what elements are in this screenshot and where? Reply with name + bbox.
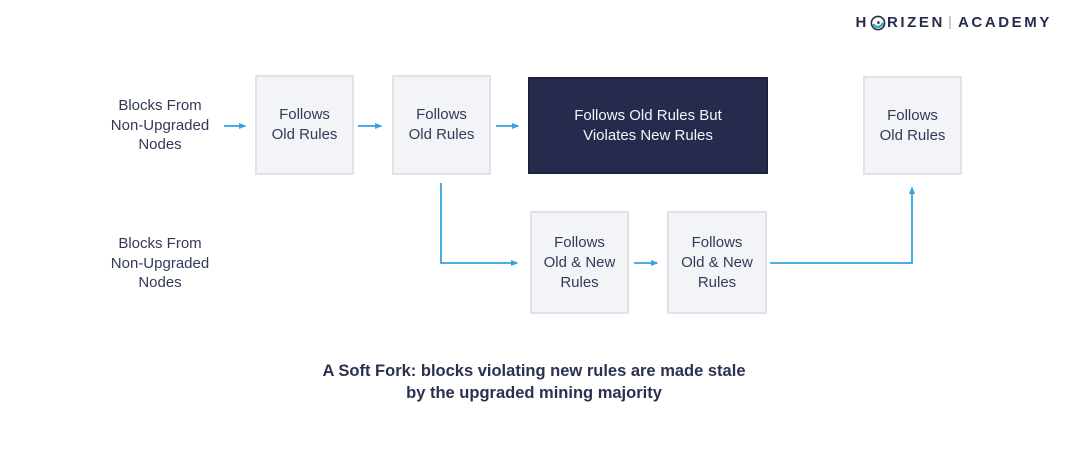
diagram-caption: A Soft Fork: blocks violating new rules … (322, 362, 746, 402)
box-follows-old-rules-2: Follows Old Rules (392, 75, 491, 175)
logo-text-academy: ACADEMY (957, 14, 1052, 31)
horizen-academy-logo: H RIZEN ACADEMY (856, 14, 1052, 31)
box-follows-old-and-new-rules-1: Follows Old & New Rules (530, 211, 629, 314)
logo-text-h: H (855, 14, 869, 31)
arrow-box2-down-to-bottom-box1 (440, 183, 519, 266)
box-follows-old-rules-1: Follows Old Rules (255, 75, 354, 175)
label-blocks-from-non-upgraded-nodes-top: Blocks From Non-Upgraded Nodes (110, 97, 210, 153)
logo-text-rizen: RIZEN (886, 14, 945, 31)
box-follows-old-rules-but-violates-new-rules: Follows Old Rules But Violates New Rules (528, 77, 768, 174)
box-follows-old-and-new-rules-2: Follows Old & New Rules (667, 211, 767, 314)
horizen-swirl-icon (870, 15, 886, 30)
arrow-bottom-box2-up-to-right-box (770, 186, 915, 264)
logo-separator (948, 16, 951, 29)
label-blocks-from-non-upgraded-nodes-bottom: Blocks From Non-Upgraded Nodes (110, 235, 210, 291)
box-follows-old-rules-3: Follows Old Rules (863, 76, 962, 175)
